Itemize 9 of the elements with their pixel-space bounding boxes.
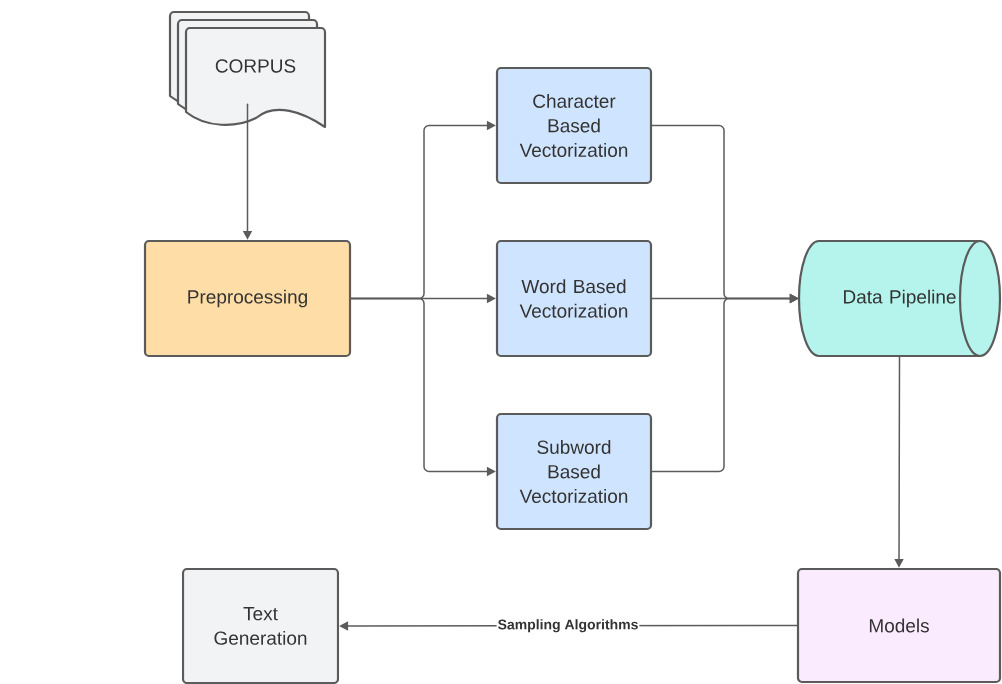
process-box: Preprocessing: [143, 239, 352, 358]
document-stack: CORPUS: [168, 10, 327, 129]
database-cylinder: Data Pipeline: [797, 239, 1002, 358]
process-box: Character Based Vectorization: [495, 66, 653, 185]
process-box: Subword Based Vectorization: [495, 412, 653, 531]
edge-label: Sampling Algorithms: [498, 619, 638, 633]
process-box: Text Generation: [181, 567, 340, 684]
process-box: Word Based Vectorization: [495, 239, 653, 358]
process-box: Models: [796, 567, 1002, 684]
